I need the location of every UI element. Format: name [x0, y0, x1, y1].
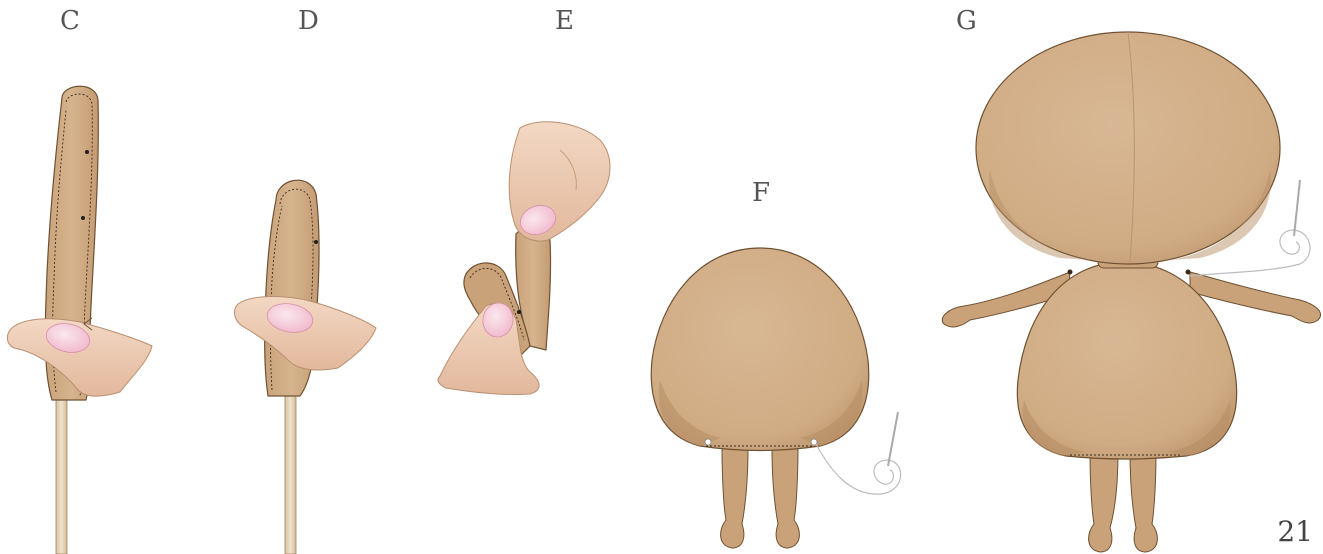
step-f-illustration	[651, 248, 900, 548]
doll-leg-right	[772, 448, 799, 548]
doll-leg-left	[1089, 452, 1118, 552]
step-e-illustration	[438, 122, 610, 395]
marker-dot	[314, 240, 318, 244]
thumb	[235, 297, 376, 371]
marker-dot	[85, 150, 89, 154]
doll-leg-left	[721, 448, 748, 548]
marker-dot	[81, 216, 85, 220]
pin-marker	[1068, 270, 1073, 275]
marker-dot	[517, 310, 521, 314]
pin-marker	[705, 439, 711, 445]
pin-marker	[1186, 270, 1191, 275]
page-number: 21	[1277, 515, 1313, 548]
thread	[816, 444, 901, 494]
needle-icon	[1294, 180, 1300, 236]
doll-leg-right	[1130, 452, 1157, 552]
step-d-illustration	[235, 180, 376, 554]
step-c-illustration	[7, 86, 152, 554]
needle-icon	[888, 412, 898, 466]
step-g-illustration	[942, 32, 1320, 552]
